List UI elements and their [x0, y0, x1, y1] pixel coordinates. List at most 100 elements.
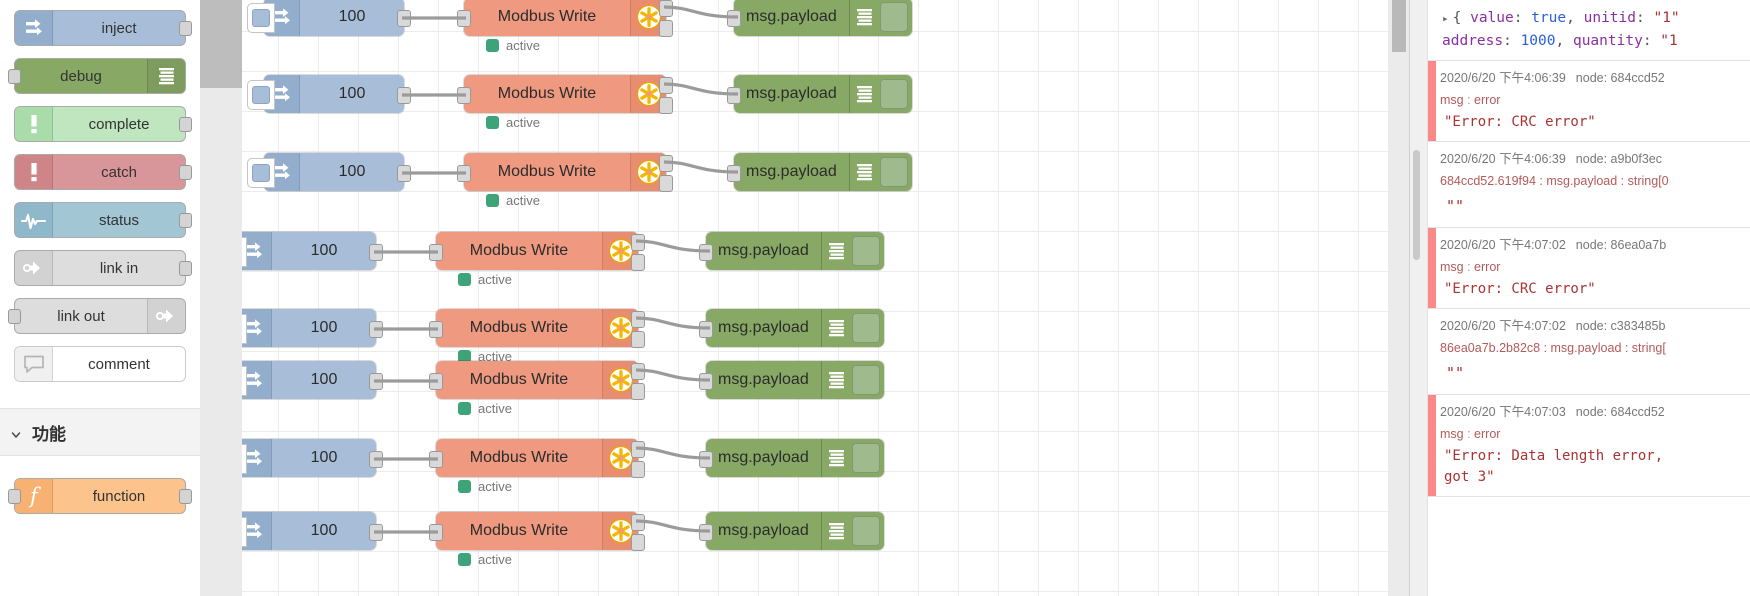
- palette-node-status[interactable]: status: [14, 202, 192, 238]
- inject-trigger-button[interactable]: [242, 314, 247, 344]
- inject-trigger-button[interactable]: [247, 3, 275, 33]
- inject-node[interactable]: 100: [242, 232, 383, 270]
- inject-trigger-button[interactable]: [247, 80, 275, 110]
- debug-input-port[interactable]: [699, 451, 713, 468]
- palette-node-catch[interactable]: catch: [14, 154, 192, 190]
- inject-trigger-button[interactable]: [242, 444, 247, 474]
- inject-output-port[interactable]: [397, 10, 411, 27]
- debug-node[interactable]: msg.payload: [727, 153, 912, 191]
- modbus-output-port-2[interactable]: [631, 331, 645, 348]
- palette-node-input-port[interactable]: [8, 489, 21, 504]
- modbus-write-node[interactable]: Modbus Write: [429, 361, 645, 400]
- modbus-input-port[interactable]: [429, 524, 443, 541]
- modbus-input-port[interactable]: [429, 321, 443, 338]
- palette-node-comment[interactable]: comment: [14, 346, 186, 382]
- palette-node-output-port[interactable]: [179, 489, 192, 504]
- debug-node[interactable]: msg.payload: [699, 439, 884, 477]
- modbus-output-port-2[interactable]: [659, 175, 673, 192]
- debug-inner-scrollbar[interactable]: [1410, 0, 1428, 596]
- inject-output-port[interactable]: [397, 165, 411, 182]
- palette-node-debug[interactable]: debug: [8, 58, 186, 94]
- debug-message-list[interactable]: ▸{ value: true, unitid: "1"address: 1000…: [1428, 0, 1750, 596]
- inject-output-port[interactable]: [369, 451, 383, 468]
- debug-enable-button[interactable]: [852, 365, 880, 395]
- inject-node[interactable]: 100: [242, 361, 383, 399]
- inject-output-port[interactable]: [369, 373, 383, 390]
- modbus-write-node[interactable]: Modbus Write: [429, 309, 645, 348]
- inject-output-port[interactable]: [369, 244, 383, 261]
- inject-trigger-button[interactable]: [242, 517, 247, 547]
- debug-enable-button[interactable]: [852, 313, 880, 343]
- inject-trigger-button[interactable]: [247, 158, 275, 188]
- inject-output-port[interactable]: [369, 524, 383, 541]
- modbus-output-port-1[interactable]: [659, 0, 673, 17]
- inject-node[interactable]: 100: [247, 0, 411, 36]
- inject-node[interactable]: 100: [242, 439, 383, 477]
- debug-enable-button[interactable]: [852, 443, 880, 473]
- debug-enable-button[interactable]: [880, 2, 908, 32]
- modbus-output-port-2[interactable]: [631, 383, 645, 400]
- inject-output-port[interactable]: [397, 87, 411, 104]
- palette-node-output-port[interactable]: [179, 117, 192, 132]
- debug-input-port[interactable]: [699, 524, 713, 541]
- debug-input-port[interactable]: [727, 10, 741, 27]
- palette-node-output-port[interactable]: [179, 21, 192, 36]
- debug-enable-button[interactable]: [852, 236, 880, 266]
- palette-node-link-out[interactable]: link out: [8, 298, 186, 334]
- debug-outer-scrollbar[interactable]: [1388, 0, 1410, 596]
- modbus-write-node[interactable]: Modbus Write: [429, 512, 645, 551]
- modbus-output-port-1[interactable]: [631, 514, 645, 531]
- debug-input-port[interactable]: [699, 321, 713, 338]
- debug-node[interactable]: msg.payload: [727, 0, 912, 36]
- modbus-output-port-1[interactable]: [631, 311, 645, 328]
- debug-node-id[interactable]: node: c383485b: [1575, 319, 1666, 333]
- inject-node[interactable]: 100: [242, 512, 383, 550]
- modbus-input-port[interactable]: [429, 451, 443, 468]
- inject-node[interactable]: 100: [247, 153, 411, 191]
- modbus-output-port-2[interactable]: [631, 534, 645, 551]
- inject-trigger-button[interactable]: [242, 237, 247, 267]
- workspace-vertical-scrollbar[interactable]: [200, 0, 243, 596]
- modbus-output-port-1[interactable]: [631, 363, 645, 380]
- palette-node-input-port[interactable]: [8, 309, 21, 324]
- debug-node[interactable]: msg.payload: [699, 361, 884, 399]
- palette-node-input-port[interactable]: [8, 69, 21, 84]
- debug-input-port[interactable]: [699, 244, 713, 261]
- palette-node-inject[interactable]: inject: [14, 10, 192, 46]
- modbus-write-node[interactable]: Modbus Write: [429, 439, 645, 478]
- palette-category-function[interactable]: 功能: [0, 408, 200, 456]
- debug-outer-scrollbar-thumb[interactable]: [1392, 0, 1406, 52]
- debug-input-port[interactable]: [727, 165, 741, 182]
- debug-node[interactable]: msg.payload: [727, 75, 912, 113]
- modbus-output-port-2[interactable]: [659, 20, 673, 37]
- palette-node-link-in[interactable]: link in: [14, 250, 192, 286]
- modbus-write-node[interactable]: Modbus Write: [429, 232, 645, 271]
- debug-input-port[interactable]: [699, 373, 713, 390]
- debug-node[interactable]: msg.payload: [699, 309, 884, 347]
- modbus-input-port[interactable]: [457, 165, 471, 182]
- debug-enable-button[interactable]: [880, 157, 908, 187]
- debug-node[interactable]: msg.payload: [699, 232, 884, 270]
- inject-node[interactable]: 100: [247, 75, 411, 113]
- expand-triangle-icon[interactable]: ▸: [1442, 12, 1449, 25]
- modbus-write-node[interactable]: Modbus Write: [457, 153, 673, 192]
- modbus-output-port-1[interactable]: [631, 441, 645, 458]
- modbus-output-port-2[interactable]: [659, 97, 673, 114]
- debug-node[interactable]: msg.payload: [699, 512, 884, 550]
- inject-output-port[interactable]: [369, 321, 383, 338]
- modbus-input-port[interactable]: [429, 373, 443, 390]
- debug-input-port[interactable]: [727, 87, 741, 104]
- palette-node-output-port[interactable]: [179, 213, 192, 228]
- modbus-output-port-2[interactable]: [631, 461, 645, 478]
- debug-message[interactable]: ▸{ value: true, unitid: "1"address: 1000…: [1428, 0, 1750, 61]
- inject-node[interactable]: 100: [242, 309, 383, 347]
- debug-node-id[interactable]: node: 684ccd52: [1575, 71, 1665, 85]
- modbus-input-port[interactable]: [457, 10, 471, 27]
